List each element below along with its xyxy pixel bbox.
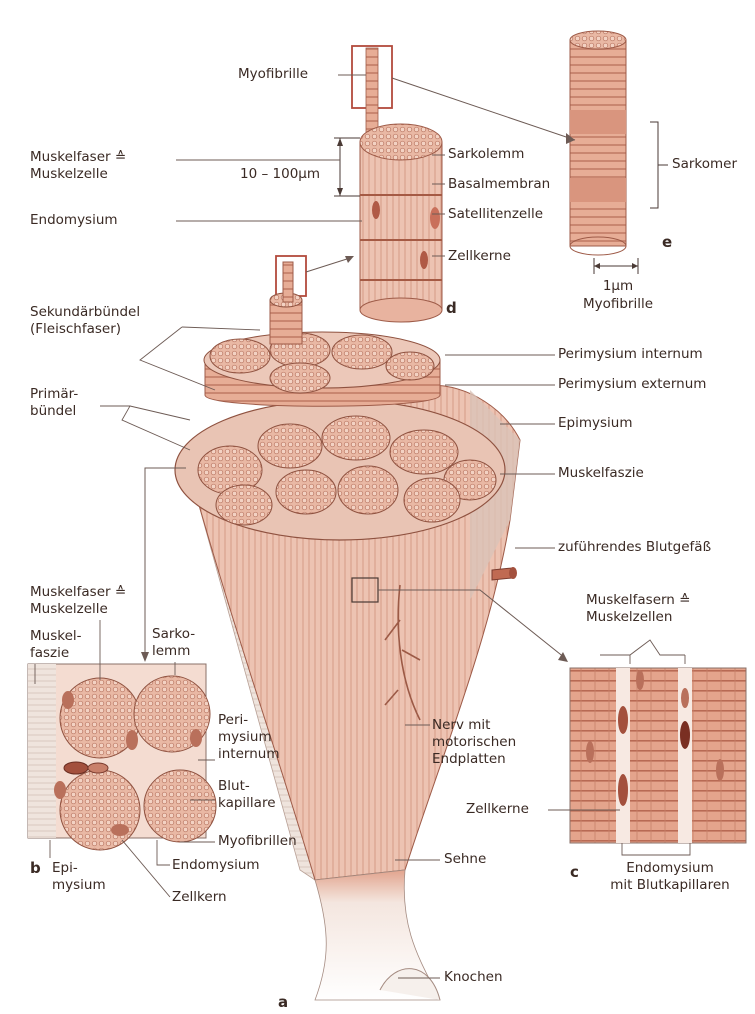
label-knochen: Knochen [444, 969, 503, 986]
label-primaerbuendel: Primär- bündel [30, 386, 78, 420]
label-muskelfaszie-b: Muskel- faszie [30, 628, 82, 662]
label-endomysium-b: Endomysium [172, 857, 260, 874]
label-blutgefaess: zuführendes Blutgefäß [558, 539, 711, 556]
label-zellkerne-d: Zellkerne [448, 248, 511, 265]
label-endomysium-d: Endomysium [30, 212, 118, 229]
label-sarkolemm-b: Sarko- lemm [152, 626, 195, 660]
label-sehne: Sehne [444, 851, 486, 868]
label-muskelfaszie-a: Muskelfaszie [558, 465, 644, 482]
panel-letter-a: a [278, 994, 288, 1011]
label-perimysium-internum: Perimysium internum [558, 346, 703, 363]
label-myofibrillen: Myofibrillen [218, 833, 297, 850]
label-scale-1um: 1μm [596, 278, 640, 295]
label-perimysium-externum: Perimysium externum [558, 376, 706, 393]
label-endomysium-c: Endomysium mit Blutkapillaren [590, 860, 750, 894]
label-diameter: 10 – 100μm [240, 166, 320, 183]
panel-letter-e: e [662, 234, 672, 251]
panel-letter-b: b [30, 860, 41, 877]
panel-letter-c: c [570, 864, 579, 881]
label-muskelfaser-d: Muskelfaser ≙ Muskelzelle [30, 149, 126, 183]
label-muskelfaser-b: Muskelfaser ≙ Muskelzelle [30, 584, 126, 618]
label-sekundaerbuendel: Sekundärbündel (Fleischfaser) [30, 304, 140, 338]
label-myofibrille-e: Myofibrille [568, 296, 668, 313]
label-basalmembran: Basalmembran [448, 176, 550, 193]
label-sarkolemm-d: Sarkolemm [448, 146, 524, 163]
label-nerv: Nerv mit motorischen Endplatten [432, 717, 516, 768]
label-muskelfasern-c: Muskelfasern ≙ Muskelzellen [586, 592, 690, 626]
label-satellitenzelle: Satellitenzelle [448, 206, 543, 223]
label-epimysium-b: Epi- mysium [52, 860, 106, 894]
label-epimysium-a: Epimysium [558, 415, 632, 432]
label-blutkapillare: Blut- kapillare [218, 778, 276, 812]
panel-letter-d: d [446, 300, 457, 317]
label-myofibrille-d: Myofibrille [238, 66, 308, 83]
label-perimysium-internum-b: Peri- mysium internum [218, 712, 279, 763]
label-zellkern-b: Zellkern [172, 889, 227, 906]
label-sarkomer: Sarkomer [672, 156, 737, 173]
label-zellkerne-c: Zellkerne [466, 801, 529, 818]
